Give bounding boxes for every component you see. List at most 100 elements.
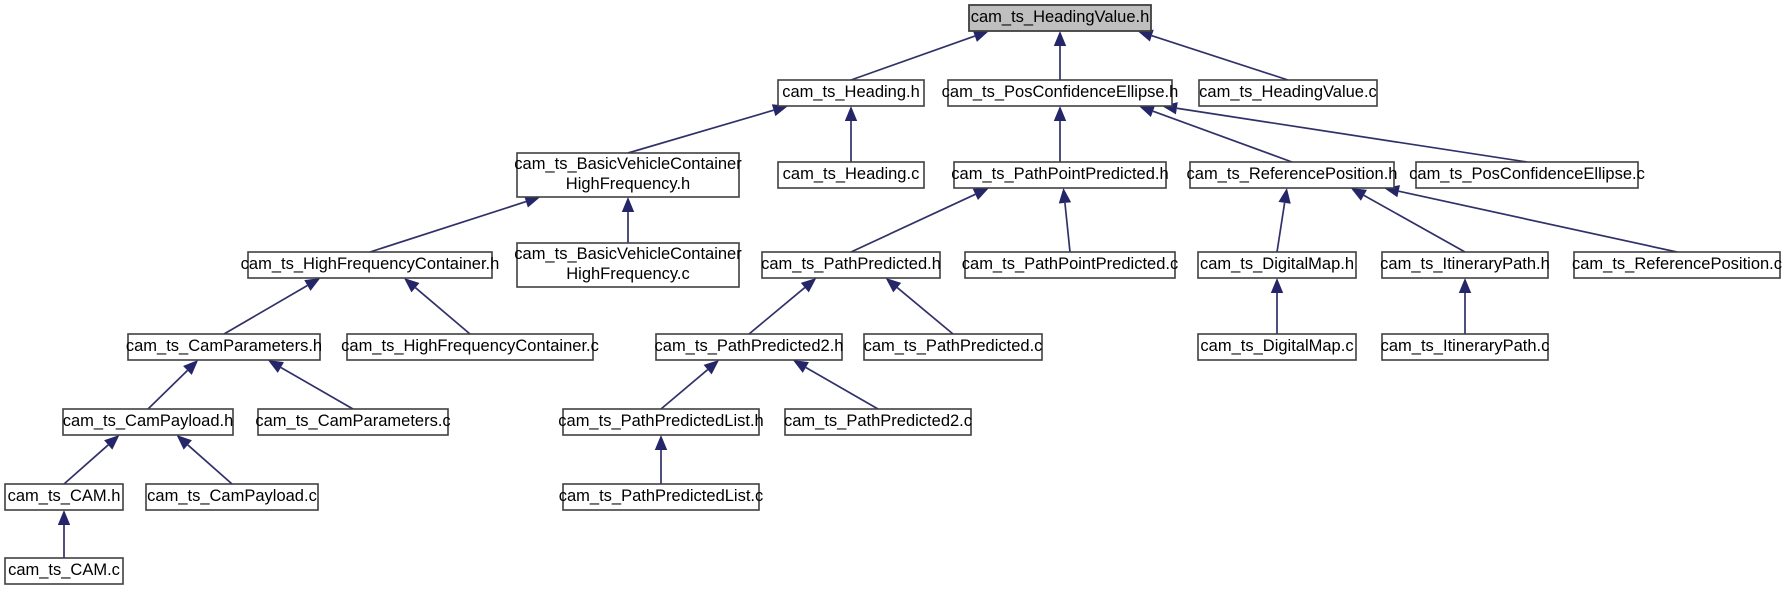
node-label: cam_ts_CamParameters.h (126, 337, 322, 355)
node-box[interactable] (1197, 333, 1357, 361)
node-box[interactable] (761, 251, 941, 279)
dependency-edge (57, 510, 71, 558)
node-box[interactable] (1189, 161, 1395, 189)
graph-node-cam-ts-itinerarypath-h[interactable]: cam_ts_ItineraryPath.h (1380, 251, 1550, 279)
edge-arrowhead (176, 435, 192, 450)
edge-layer (57, 29, 1678, 558)
graph-node-cam-ts-headingvalue-c[interactable]: cam_ts_HeadingValue.c (1198, 79, 1378, 107)
edge-arrowhead (1270, 278, 1284, 293)
graph-node-cam-ts-heading-h[interactable]: cam_ts_Heading.h (777, 79, 925, 107)
node-box[interactable] (777, 79, 925, 107)
graph-node-cam-ts-referenceposition-h[interactable]: cam_ts_ReferencePosition.h (1187, 161, 1398, 189)
node-box[interactable] (953, 161, 1167, 189)
node-box[interactable] (863, 333, 1043, 361)
graph-node-cam-ts-digitalmap-h[interactable]: cam_ts_DigitalMap.h (1197, 251, 1357, 279)
node-label: cam_ts_Heading.h (782, 83, 920, 101)
graph-node-cam-ts-itinerarypath-c[interactable]: cam_ts_ItineraryPath.c (1381, 333, 1550, 361)
node-box[interactable] (1197, 251, 1357, 279)
graph-node-cam-ts-pathpredictedlist-c[interactable]: cam_ts_PathPredictedList.c (559, 483, 764, 511)
node-label: cam_ts_CamPayload.c (147, 487, 317, 505)
node-label: cam_ts_PathPredictedList.h (558, 412, 763, 430)
graph-node-cam-ts-posconfidenceellipse-c[interactable]: cam_ts_PosConfidenceEllipse.c (1409, 161, 1645, 189)
edge-arrowhead (404, 278, 420, 293)
node-label: cam_ts_ReferencePosition.c (1572, 255, 1782, 273)
graph-node-cam-ts-highfrequencycontainer-h[interactable]: cam_ts_HighFrequencyContainer.h (241, 251, 500, 279)
graph-node-cam-ts-pathpredicted-h[interactable]: cam_ts_PathPredicted.h (761, 251, 941, 279)
edge-arrowhead (1053, 31, 1067, 46)
edge-arrowhead (304, 278, 321, 291)
dependency-edge (1053, 106, 1067, 162)
graph-node-cam-ts-pathpredicted2-h[interactable]: cam_ts_PathPredicted2.h (655, 333, 844, 361)
dependency-edge (1458, 278, 1472, 334)
edge-arrowhead (57, 510, 71, 525)
graph-node-cam-ts-campayload-c[interactable]: cam_ts_CamPayload.c (145, 483, 319, 511)
dependency-edge (792, 360, 879, 410)
node-label: cam_ts_PathPredicted2.h (655, 337, 844, 355)
dependency-edge (223, 278, 321, 335)
node-box[interactable] (247, 251, 493, 279)
graph-node-cam-ts-pathpredictedlist-h[interactable]: cam_ts_PathPredictedList.h (558, 408, 764, 436)
node-label: cam_ts_DigitalMap.c (1200, 337, 1353, 355)
graph-node-cam-ts-pathpredicted-c[interactable]: cam_ts_PathPredicted.c (863, 333, 1043, 361)
node-box[interactable] (145, 483, 319, 511)
graph-node-cam-ts-posconfidenceellipse-h[interactable]: cam_ts_PosConfidenceEllipse.h (942, 79, 1179, 107)
node-label: cam_ts_HighFrequencyContainer.h (241, 255, 500, 273)
graph-node-cam-ts-cam-h[interactable]: cam_ts_CAM.h (4, 483, 124, 511)
node-box[interactable] (257, 408, 449, 436)
edge-arrowhead (654, 435, 668, 450)
edge-arrowhead (792, 360, 809, 373)
node-box[interactable] (516, 242, 740, 288)
node-box[interactable] (1573, 251, 1781, 279)
dependency-edge (1058, 188, 1072, 253)
graph-node-cam-ts-campayload-h[interactable]: cam_ts_CamPayload.h (62, 408, 234, 436)
graph-node-cam-ts-headingvalue-h[interactable]: cam_ts_HeadingValue.h (968, 4, 1152, 32)
graph-node-cam-ts-camparameters-c[interactable]: cam_ts_CamParameters.c (255, 408, 451, 436)
node-label: cam_ts_PathPredicted.c (864, 337, 1043, 355)
node-box[interactable] (346, 333, 594, 361)
graph-node-cam-ts-camparameters-h[interactable]: cam_ts_CamParameters.h (126, 333, 322, 361)
edge-arrowhead (972, 30, 989, 42)
graph-node-cam-ts-pathpointpredicted-c[interactable]: cam_ts_PathPointPredicted.c (962, 251, 1178, 279)
graph-node-cam-ts-digitalmap-c[interactable]: cam_ts_DigitalMap.c (1197, 333, 1357, 361)
edge-arrowhead (621, 197, 635, 212)
node-box[interactable] (784, 408, 972, 436)
node-box[interactable] (947, 79, 1173, 107)
node-box[interactable] (4, 483, 124, 511)
node-box[interactable] (964, 251, 1176, 279)
graph-node-cam-ts-heading-c[interactable]: cam_ts_Heading.c (777, 161, 925, 189)
node-label: cam_ts_CAM.c (8, 561, 120, 579)
node-label: cam_ts_PosConfidenceEllipse.h (942, 83, 1179, 101)
node-label: cam_ts_DigitalMap.h (1200, 255, 1354, 273)
edge-arrowhead (703, 360, 720, 375)
dependency-edge (1276, 188, 1291, 253)
dependency-edge (748, 278, 817, 335)
node-box[interactable] (777, 161, 925, 189)
node-box[interactable] (127, 333, 321, 361)
node-box[interactable] (4, 557, 124, 585)
node-box[interactable] (1415, 161, 1639, 189)
graph-node-cam-ts-pathpredicted2-c[interactable]: cam_ts_PathPredicted2.c (784, 408, 972, 436)
node-box[interactable] (655, 333, 843, 361)
node-box[interactable] (562, 408, 760, 436)
graph-node-cam-ts-cam-c[interactable]: cam_ts_CAM.c (4, 557, 124, 585)
node-box[interactable] (1381, 251, 1549, 279)
node-box[interactable] (1381, 333, 1549, 361)
edge-arrowhead (1278, 188, 1291, 204)
graph-node-cam-ts-highfrequencycontainer-c[interactable]: cam_ts_HighFrequencyContainer.c (341, 333, 599, 361)
node-box[interactable] (516, 152, 740, 198)
graph-node-cam-ts-referenceposition-c[interactable]: cam_ts_ReferencePosition.c (1572, 251, 1782, 279)
edge-arrowhead (524, 195, 541, 208)
dependency-edge (404, 278, 471, 335)
edge-arrowhead (1058, 188, 1072, 204)
node-box-root[interactable] (968, 4, 1152, 32)
node-label: cam_ts_ReferencePosition.h (1187, 165, 1398, 183)
dependency-edge (1053, 31, 1067, 80)
graph-node-cam-ts-pathpointpredicted-h[interactable]: cam_ts_PathPointPredicted.h (951, 161, 1169, 189)
dependency-edge (850, 188, 989, 253)
node-box[interactable] (562, 483, 760, 511)
node-box[interactable] (62, 408, 234, 436)
node-box[interactable] (1198, 79, 1378, 107)
